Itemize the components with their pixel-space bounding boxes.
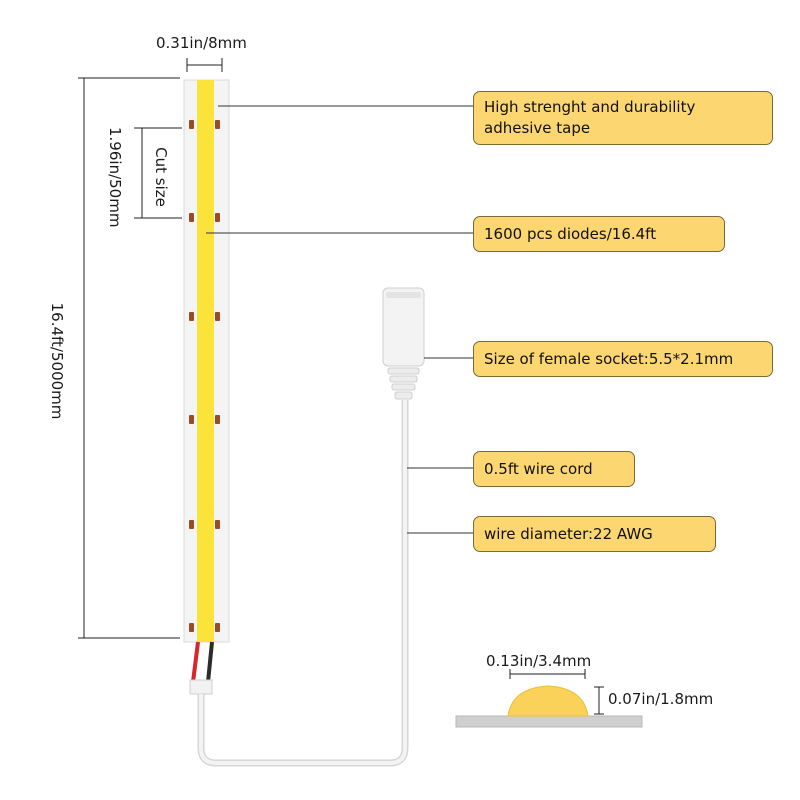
total-length-dimension (78, 77, 180, 639)
cross-section-width-label: 0.13in/3.4mm (486, 652, 592, 670)
led-strip (183, 79, 230, 643)
callout-adhesive-line1: High strenght and durability (484, 98, 696, 116)
callout-wire-cord: 0.5ft wire cord (473, 451, 635, 487)
callout-female-socket: Size of female socket:5.5*2.1mm (473, 341, 773, 377)
callout-adhesive-tape: High strenght and durability adhesive ta… (473, 91, 773, 145)
strip-width-dimension (186, 58, 223, 72)
wire-junction (189, 679, 213, 695)
cross-section-profile (455, 669, 643, 728)
strip-lead-wires (189, 641, 214, 695)
dc-female-socket-icon (382, 287, 425, 400)
cross-section-height-label: 0.07in/1.8mm (608, 690, 714, 708)
cut-size-dimension (134, 127, 182, 219)
strip-cob-emitter (197, 80, 214, 642)
strip-width-label: 0.31in/8mm (156, 34, 247, 52)
leader-lines (206, 105, 473, 534)
cut-mark-pads-1 (189, 120, 220, 129)
cut-mark-pads-5 (189, 520, 220, 529)
cut-mark-pads-4 (189, 415, 220, 424)
cut-mark-pads-3 (189, 312, 220, 321)
cut-size-length-label: 1.96in/50mm (106, 127, 124, 228)
cut-mark-pads-2 (189, 213, 220, 222)
callout-diodes: 1600 pcs diodes/16.4ft (473, 216, 725, 252)
callout-adhesive-line2: adhesive tape (484, 119, 591, 137)
total-length-label: 16.4ft/5000mm (48, 302, 66, 420)
callout-wire-diameter: wire diameter:22 AWG (473, 516, 716, 552)
wire-cord (197, 400, 409, 767)
cut-size-label: Cut size (152, 147, 170, 207)
cut-mark-pads-6 (189, 623, 220, 632)
